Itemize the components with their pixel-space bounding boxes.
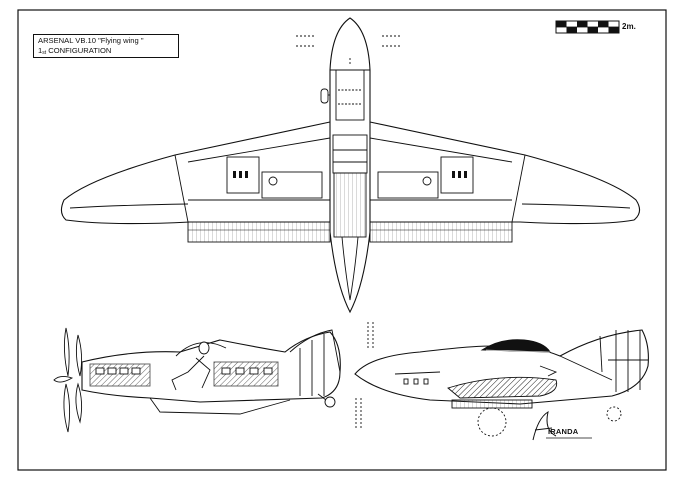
drawing-subtitle: 1st CONFIGURATION	[38, 46, 174, 58]
side-exterior-view	[354, 322, 649, 437]
scale-label: 2m.	[622, 22, 636, 31]
propeller	[63, 327, 70, 377]
scale-segment	[587, 27, 598, 33]
trailing-edge-flaps	[187, 221, 331, 243]
config-label: CONFIGURATION	[46, 46, 112, 55]
scale-segment	[566, 27, 577, 33]
config-number: 1	[38, 46, 43, 55]
sheet-border	[17, 9, 667, 471]
signature-text: IRANDA	[548, 427, 579, 436]
scale-segment	[556, 21, 567, 27]
scale-segment	[608, 27, 619, 33]
drawing-title: ARSENAL VB.10 "Flying wing "	[38, 36, 144, 45]
scale-segment	[598, 21, 609, 27]
plan-view	[60, 17, 641, 314]
signature-mark	[532, 410, 557, 441]
wing-root	[447, 376, 558, 399]
canopy	[480, 339, 551, 353]
scale-segment	[577, 21, 588, 27]
scale-bar	[555, 20, 620, 34]
config-ordinal: st	[42, 50, 47, 56]
side-cutaway-view	[53, 327, 341, 433]
fuselage-side	[354, 329, 649, 405]
title-block: ARSENAL VB.10 "Flying wing " 1st CONFIGU…	[33, 34, 179, 58]
fuselage-plan	[329, 17, 371, 314]
